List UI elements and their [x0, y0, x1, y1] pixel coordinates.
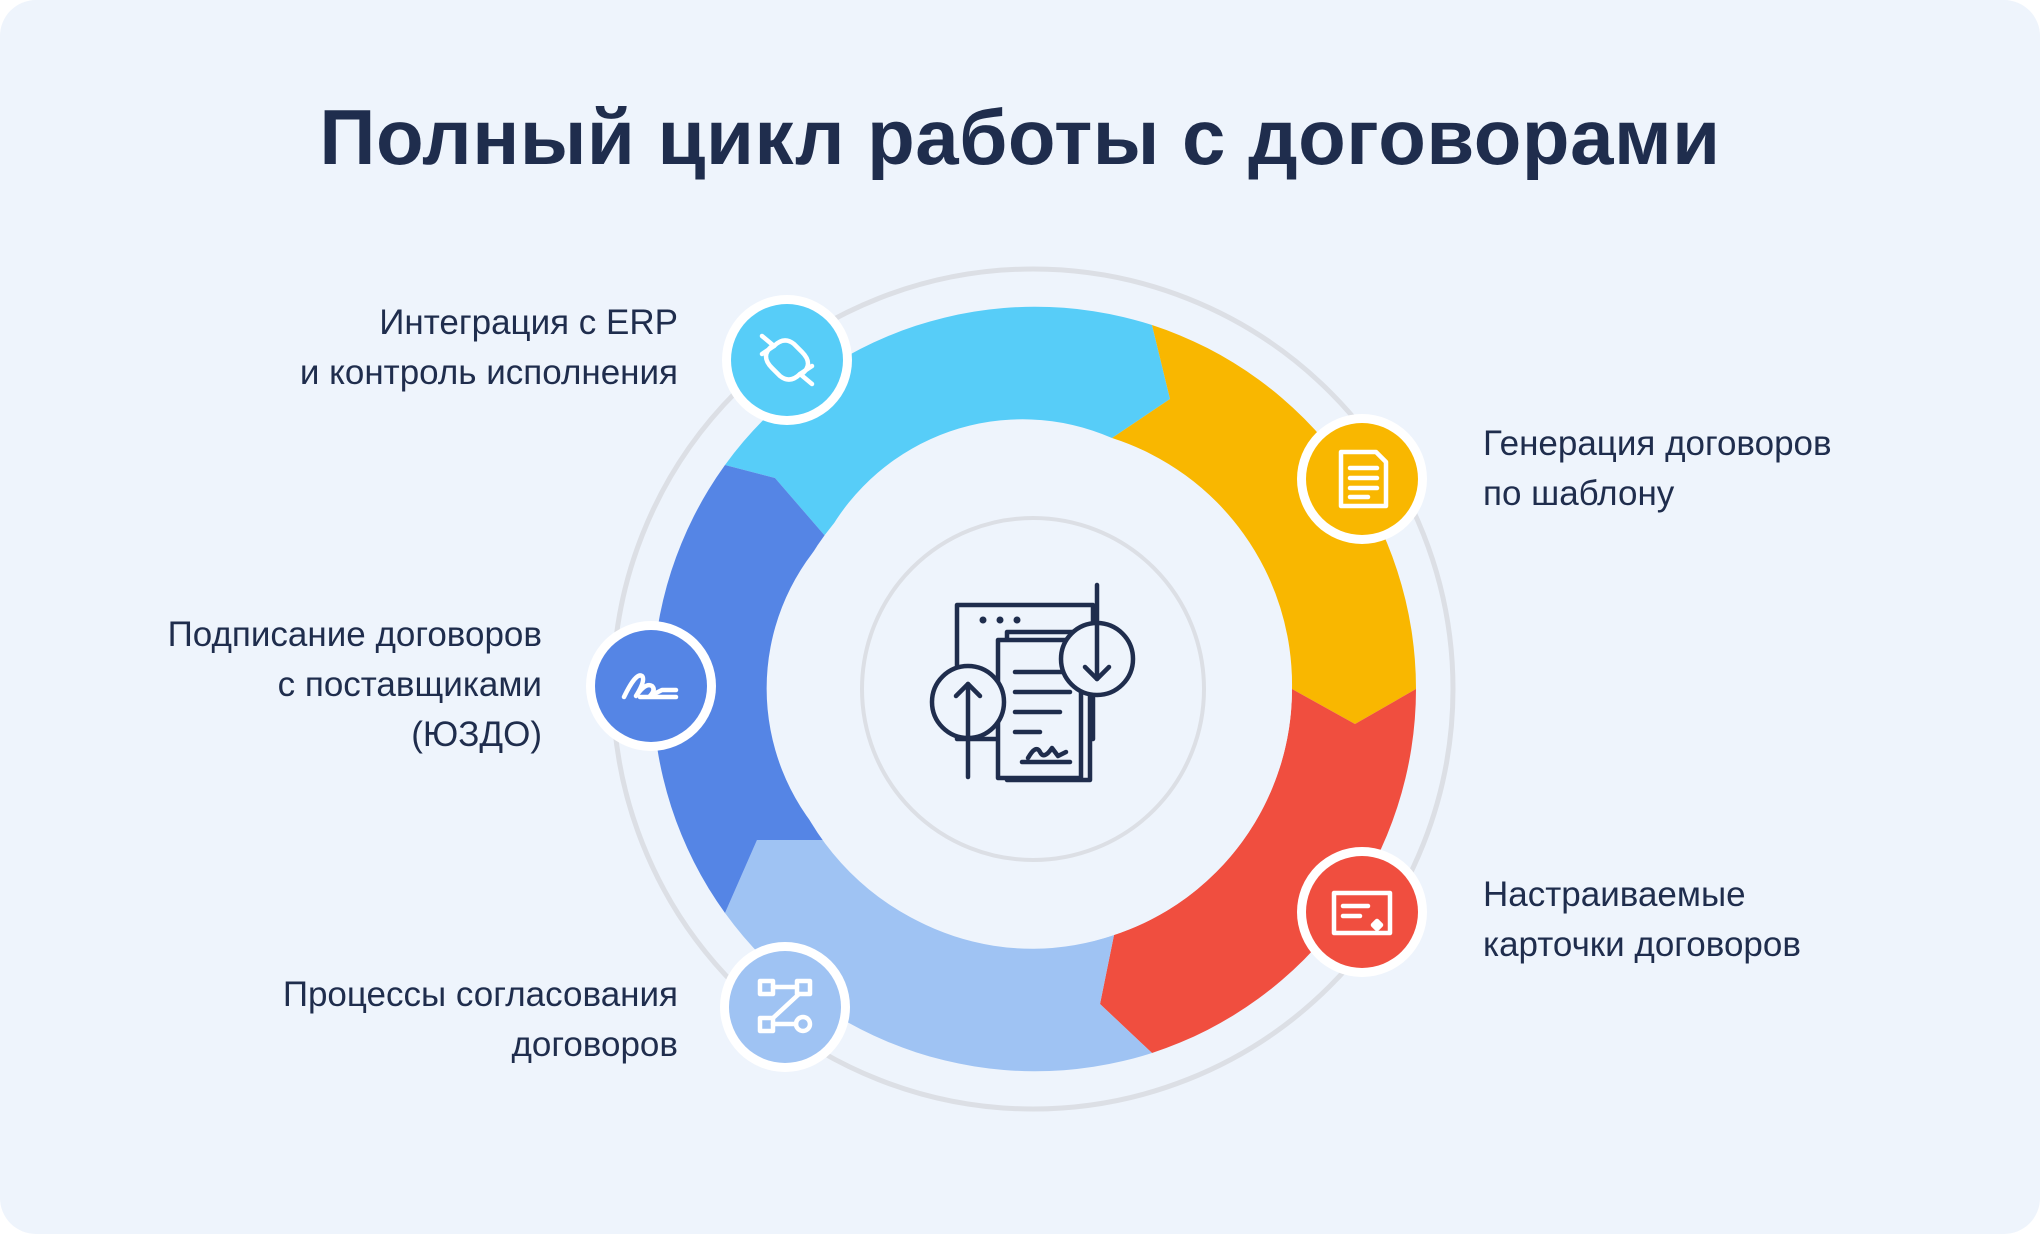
step-label-line: Настраиваемые — [1483, 875, 1746, 914]
step-label-line: Подписание договоров — [167, 615, 542, 654]
badge-erp — [722, 295, 852, 425]
badge-signing — [586, 621, 716, 751]
step-label-generation: Генерация договоров по шаблону — [1483, 419, 1832, 519]
document-icon — [1338, 449, 1389, 509]
segment-signing — [652, 465, 826, 913]
step-label-line: Интеграция с ERP — [379, 303, 678, 342]
document-exchange-icon — [929, 582, 1136, 783]
badge-cards — [1297, 847, 1427, 977]
step-label-line: карточки договоров — [1483, 925, 1801, 964]
step-label-erp: Интеграция с ERP и контроль исполнения — [300, 298, 678, 398]
step-label-line: (ЮЗДО) — [411, 715, 542, 754]
contract-card-icon — [1331, 890, 1393, 936]
step-label-line: договоров — [511, 1025, 678, 1064]
step-label-approval: Процессы согласования договоров — [283, 970, 678, 1070]
sync-arrows-icon — [759, 333, 815, 387]
segment-generation — [1112, 325, 1416, 724]
step-label-line: по шаблону — [1483, 474, 1675, 513]
step-label-line: Генерация договоров — [1483, 424, 1832, 463]
step-label-line: и контроль исполнения — [299, 353, 678, 392]
badge-generation — [1297, 414, 1427, 544]
segment-approval — [725, 840, 1152, 1072]
segment-cards — [1100, 689, 1416, 1053]
step-label-cards: Настраиваемые карточки договоров — [1483, 870, 1801, 970]
inner-ring — [860, 516, 1206, 862]
signature-icon — [621, 673, 679, 700]
workflow-icon — [757, 978, 813, 1034]
badge-approval — [720, 942, 850, 1072]
step-label-line: с поставщиками — [277, 665, 542, 704]
step-label-line: Процессы согласования — [282, 975, 678, 1014]
step-label-signing: Подписание договоров с поставщиками (ЮЗД… — [168, 610, 542, 760]
page-title: Полный цикл работы с договорами — [319, 93, 1721, 181]
